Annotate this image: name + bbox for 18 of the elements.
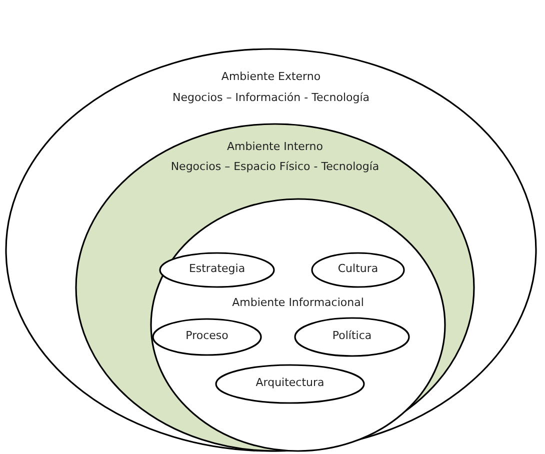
inner-ellipse [150, 198, 446, 452]
heading-text: Ambiente Interno [227, 140, 323, 153]
heading-text: Ambiente Informacional [232, 296, 364, 309]
subheading-text: Negocios – Información - Tecnología [172, 91, 370, 104]
node-label: Política [332, 329, 372, 342]
outer-ellipse [5, 48, 537, 452]
heading-text: Ambiente Externo [221, 70, 321, 83]
subheading-text: Negocios – Espacio Físico - Tecnología [170, 160, 380, 173]
ellipse-node [152, 318, 262, 356]
node-label: Arquitectura [256, 376, 324, 389]
node-label: Estrategia [188, 262, 246, 275]
node-label: Proceso [186, 329, 228, 342]
ellipse-node [294, 317, 410, 357]
node-label: Cultura [338, 262, 378, 275]
ellipse-node [311, 252, 405, 288]
middle-ellipse [75, 123, 475, 452]
ellipse-node [215, 364, 365, 404]
ellipse-node [159, 252, 275, 288]
